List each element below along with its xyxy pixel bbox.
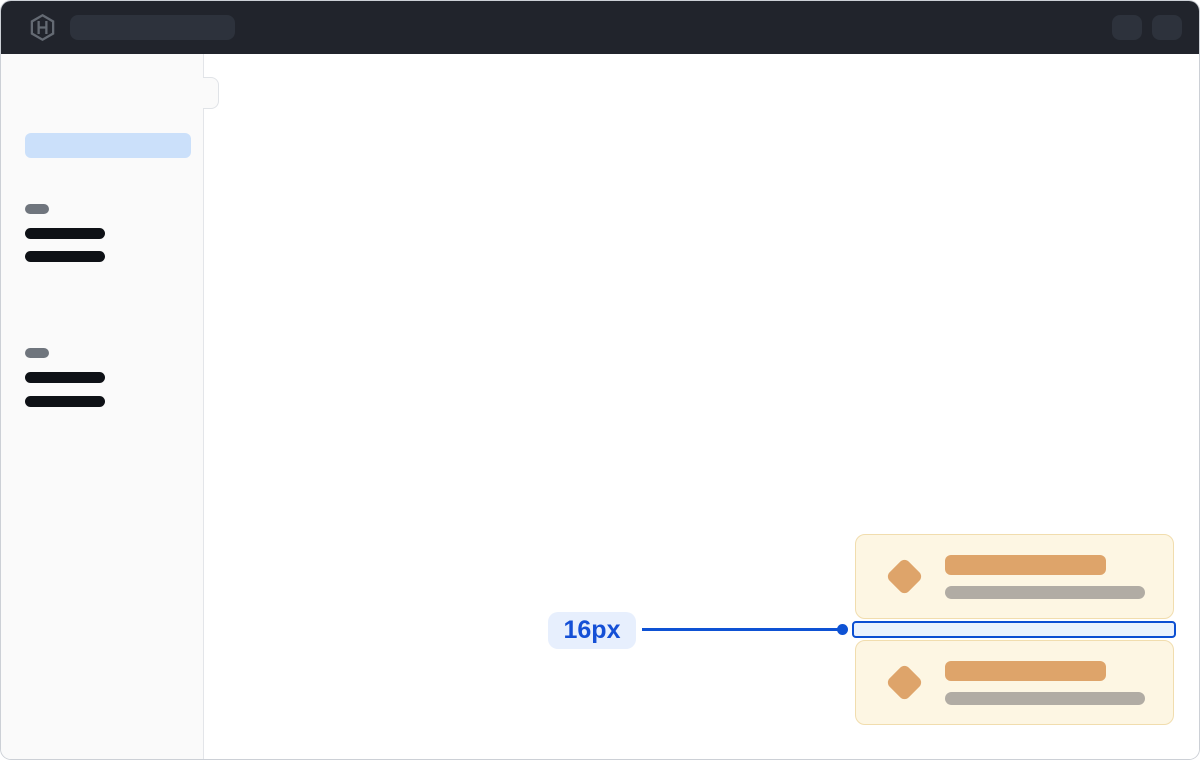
hashicorp-logo-icon (30, 13, 55, 42)
sidebar-nav-link-skeleton[interactable] (25, 372, 105, 383)
list-card[interactable] (855, 640, 1174, 725)
diamond-icon (885, 557, 924, 596)
sidebar-group-label-skeleton-1 (25, 204, 49, 214)
card-subtitle-skeleton (945, 691, 1145, 705)
sidebar-nav-link-skeleton[interactable] (25, 251, 105, 262)
sidebar-collapse-handle[interactable] (203, 77, 219, 109)
diamond-icon (885, 663, 924, 702)
card-text-skeletons (945, 554, 1145, 599)
card-text-skeletons (945, 660, 1145, 705)
sidebar-group-label-skeleton-2 (25, 348, 49, 358)
card-subtitle-skeleton (945, 585, 1145, 599)
spacing-annotation-label: 16px (548, 612, 636, 649)
header-action-skeleton-2[interactable] (1152, 15, 1182, 40)
header-action-skeleton-1[interactable] (1112, 15, 1142, 40)
card-title-skeleton (945, 660, 1106, 681)
annotation-leader-line (642, 628, 842, 631)
sidebar-nav-link-skeleton[interactable] (25, 228, 105, 239)
header-search-skeleton[interactable] (70, 15, 235, 40)
annotation-leader-dot (837, 624, 848, 635)
app-header (1, 1, 1199, 54)
card-title-skeleton (945, 554, 1106, 575)
sidebar-active-nav-skeleton[interactable] (25, 133, 191, 158)
gap-highlight-box (852, 621, 1176, 638)
list-card[interactable] (855, 534, 1174, 619)
sidebar-nav-link-skeleton[interactable] (25, 396, 105, 407)
sidebar (1, 54, 204, 759)
